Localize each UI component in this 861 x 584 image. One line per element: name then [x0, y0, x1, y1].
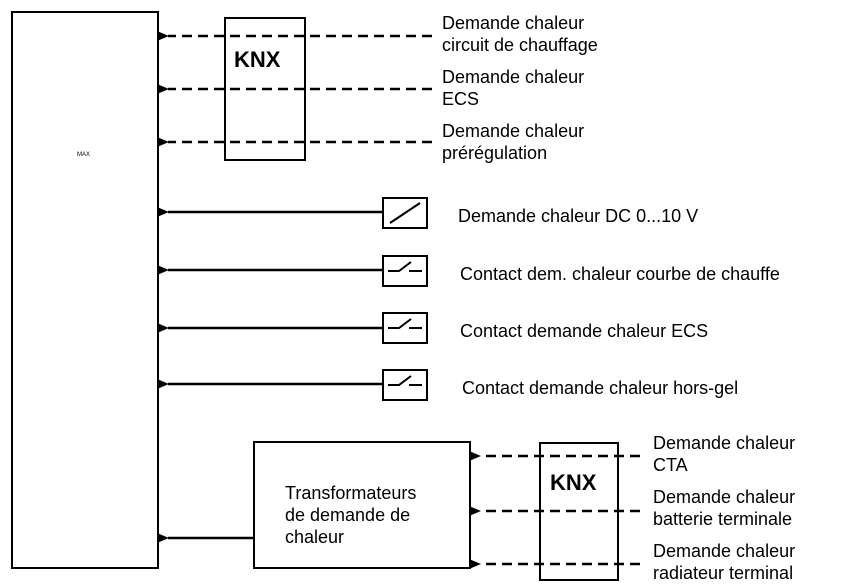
knx-top-box [224, 17, 306, 161]
controller-label: MAX [77, 152, 91, 158]
analog-signal-icon [382, 197, 428, 229]
transformer-box [253, 441, 471, 569]
signal-label-mid-1: Demande chaleur DC 0...10 V [458, 206, 699, 226]
knx-top-label: KNX [234, 47, 281, 72]
signal-label-mid-4: Contact demande chaleur hors-gel [462, 378, 739, 398]
signal-label-mid-2: Contact dem. chaleur courbe de chauffe [460, 264, 780, 284]
knx-bottom-label: KNX [550, 470, 597, 495]
contact-switch-icon [382, 369, 428, 401]
contact-switch-icon [382, 255, 428, 287]
contact-switch-icon [382, 312, 428, 344]
signal-label-mid-3: Contact demande chaleur ECS [460, 321, 709, 341]
controller-box [11, 11, 159, 569]
